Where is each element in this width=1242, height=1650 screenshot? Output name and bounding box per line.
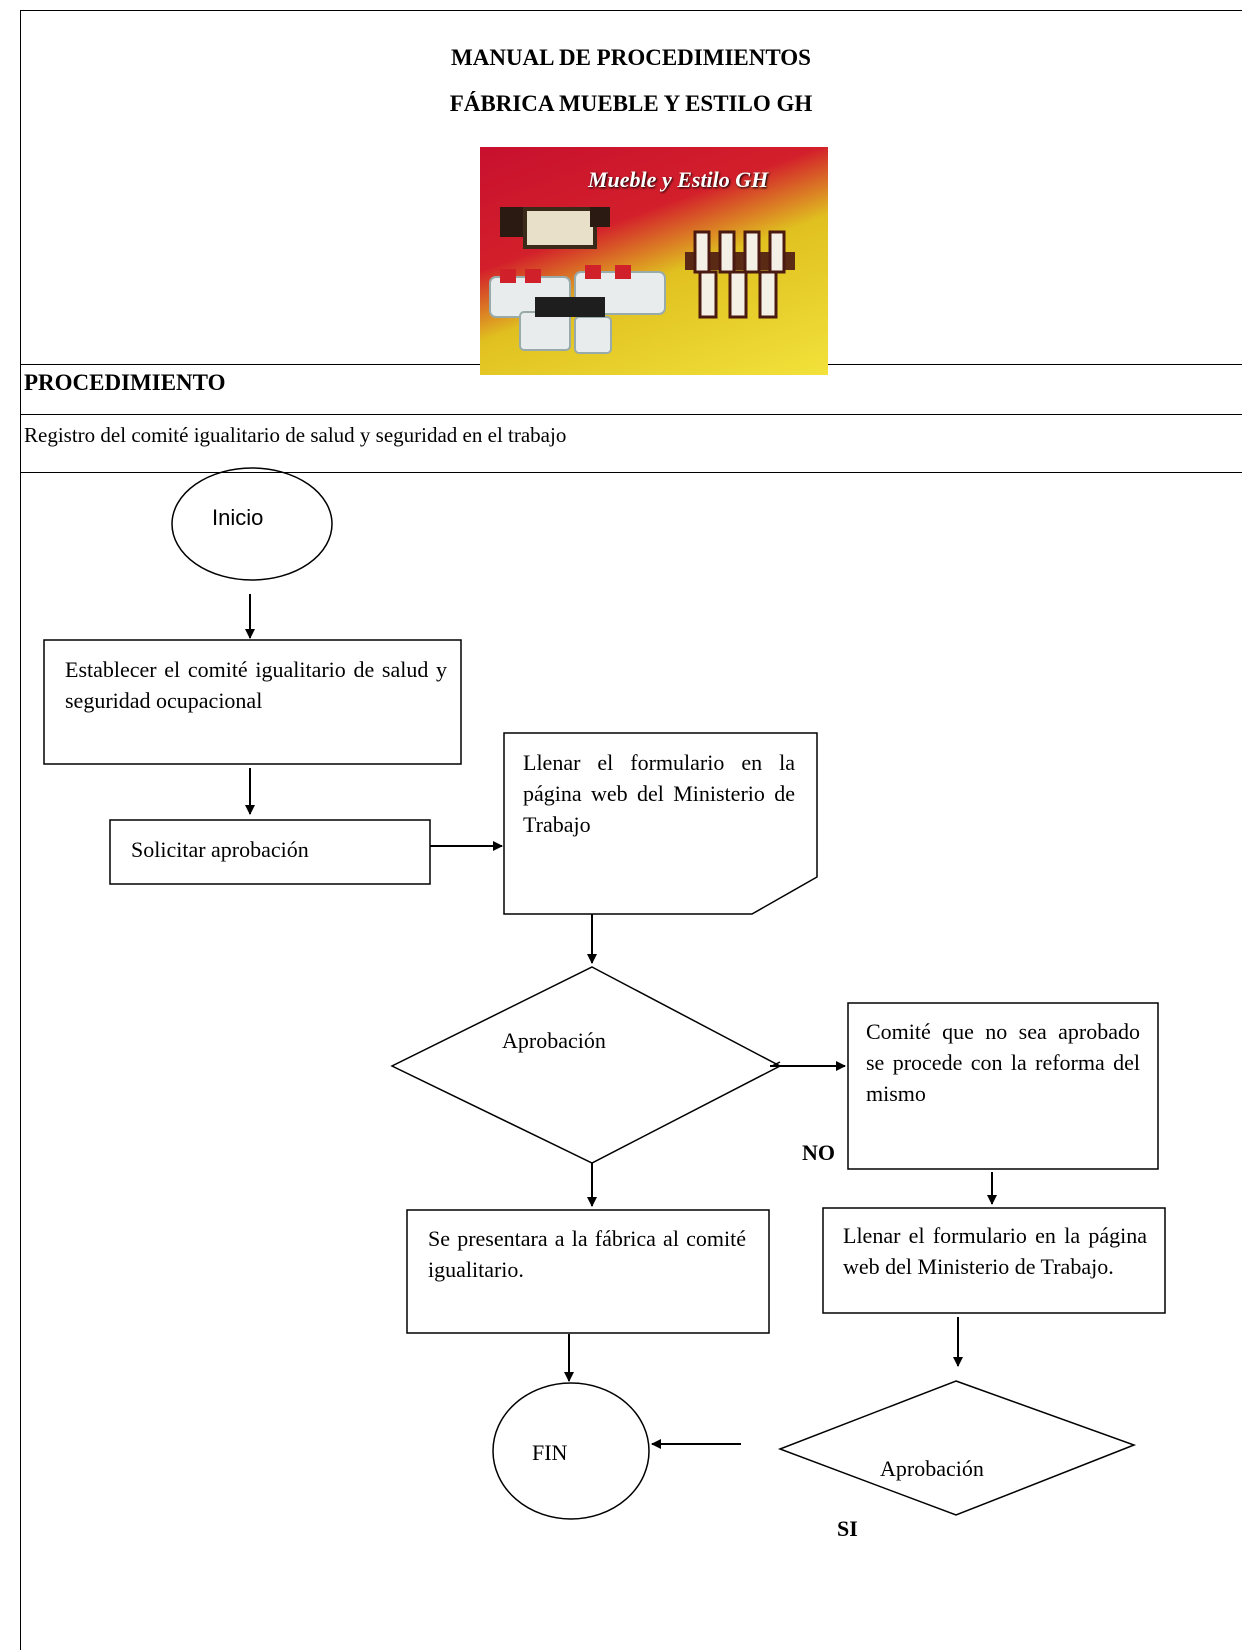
divider-procedure-text bbox=[20, 472, 1242, 473]
company-logo: Mueble y Estilo GH bbox=[480, 147, 828, 375]
decision-2-label: Aprobación bbox=[880, 1456, 984, 1481]
logo-wordmark: Mueble y Estilo GH bbox=[588, 167, 769, 192]
establish-process-box bbox=[43, 639, 462, 765]
procedure-label: PROCEDIMIENTO bbox=[24, 370, 226, 395]
decision-1-diamond bbox=[390, 966, 782, 1164]
decision-1-label: Aprobación bbox=[502, 1028, 606, 1053]
request-step-text: Solicitar aprobación bbox=[131, 837, 309, 862]
form-document-shape bbox=[503, 732, 818, 915]
factory-title: FÁBRICA MUEBLE Y ESTILO GH bbox=[449, 91, 813, 116]
end-terminal bbox=[492, 1382, 650, 1520]
procedure-description: Registro del comité igualitario de salud… bbox=[24, 423, 567, 447]
page-frame bbox=[20, 10, 1242, 1650]
no-branch-label: NO bbox=[802, 1140, 835, 1165]
reform-step-text: Comité que no sea aprobado se procede co… bbox=[866, 1019, 1140, 1106]
start-label: Inicio bbox=[212, 505, 264, 530]
furniture-illustration bbox=[489, 207, 795, 354]
form-2-step-text: Llenar el formulario en la página web de… bbox=[843, 1223, 1147, 1279]
present-step-text: Se presentara a la fábrica al comité igu… bbox=[428, 1226, 746, 1282]
decision-2-diamond bbox=[777, 1380, 1137, 1516]
end-label: FIN bbox=[532, 1440, 568, 1465]
form-2-process-box bbox=[822, 1207, 1166, 1314]
divider-procedure-label bbox=[20, 414, 1242, 415]
form-step-text: Llenar el formulario en la página web de… bbox=[523, 750, 795, 837]
manual-title: MANUAL DE PROCEDIMIENTOS bbox=[451, 45, 811, 70]
request-process-box bbox=[109, 819, 431, 885]
reform-process-box bbox=[847, 1002, 1159, 1170]
start-terminal bbox=[171, 467, 333, 581]
present-process-box bbox=[406, 1209, 770, 1334]
si-branch-label: SI bbox=[837, 1516, 858, 1541]
establish-step-text: Establecer el comité igualitario de salu… bbox=[65, 657, 447, 713]
